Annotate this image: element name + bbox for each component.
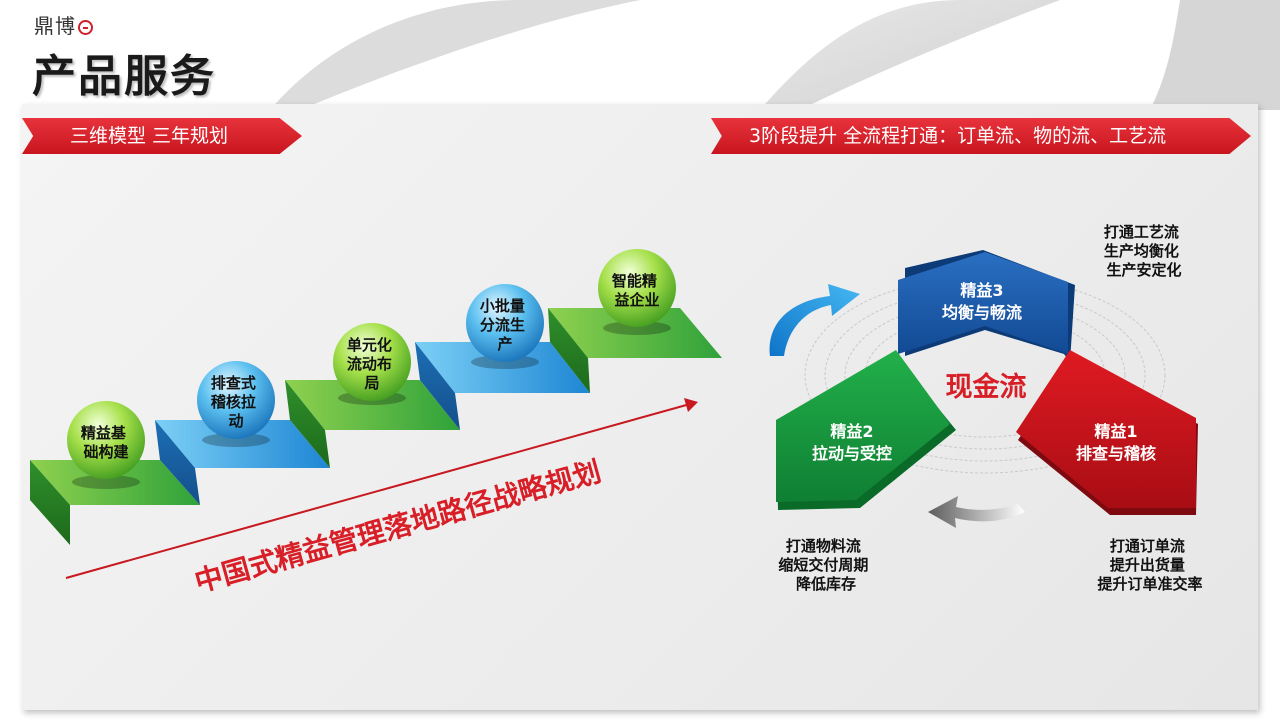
strategy-path-arrow [65,398,698,579]
stage-ball-2 [197,361,275,439]
banner-three-dimensional-model: 三维模型 三年规划 [22,118,302,154]
logo-mark-icon [78,20,93,35]
stair-step-4 [415,342,590,430]
cycle-arrow-gray-icon [928,496,1025,528]
stage-2-title: 精益2 [830,422,873,441]
stair-step-3 [285,380,460,468]
stage-2-label: 排查式 稽核拉 动 [211,374,261,430]
stair-step-5 [548,308,722,393]
company-logo: 鼎博 [34,10,93,39]
lean-stage-3-block [898,250,1075,362]
logo-text: 鼎博 [34,14,76,38]
note-order-flow: 打通订单流 提升出货量 提升订单准交率 [1097,537,1202,593]
stage-ball-3 [333,323,411,401]
page-title: 产品服务 [32,51,216,102]
stage-3-label: 单元化 流动布 局 [347,336,397,392]
note-material-flow: 打通物料流 缩短交付周期 降低库存 [778,537,873,593]
stair-step-1 [30,460,200,545]
stage-ball-5 [598,249,676,327]
stage-ball-4 [466,284,544,362]
stage-3-subtitle: 均衡与畅流 [942,303,1022,322]
staircase: 精益基 础构建 排查式 稽核拉 动 单元化 流动布 局 小批量 分流生 产 智能… [30,249,722,545]
stage-4-label: 小批量 分流生 产 [480,297,530,353]
note-process-flow: 打通工艺流 生产均衡化 生产安定化 [1104,223,1184,279]
stage-2-subtitle: 拉动与受控 [812,444,892,463]
stage-1-subtitle: 排查与稽核 [1076,444,1156,463]
stair-step-2 [155,420,330,505]
banner-three-stage-upgrade: 3阶段提升 全流程打通：订单流、物的流、工艺流 [711,118,1251,154]
lean-stage-2-block [776,350,956,510]
cash-flow-label: 现金流 [946,371,1027,403]
lean-stage-1-block [1016,350,1198,515]
stage-3-title: 精益3 [960,281,1003,300]
stage-ball-1 [67,401,145,479]
stage-1-title: 精益1 [1094,422,1137,441]
cycle-diagram: 现金流 精益3 均衡与畅流 精益2 拉动与受控 精益1 排查与稽核 [769,250,1198,528]
cycle-arrow-blue-icon [769,284,860,356]
stage-1-label: 精益基 础构建 [81,424,131,461]
stage-5-label: 智能精 益企业 [612,272,662,309]
